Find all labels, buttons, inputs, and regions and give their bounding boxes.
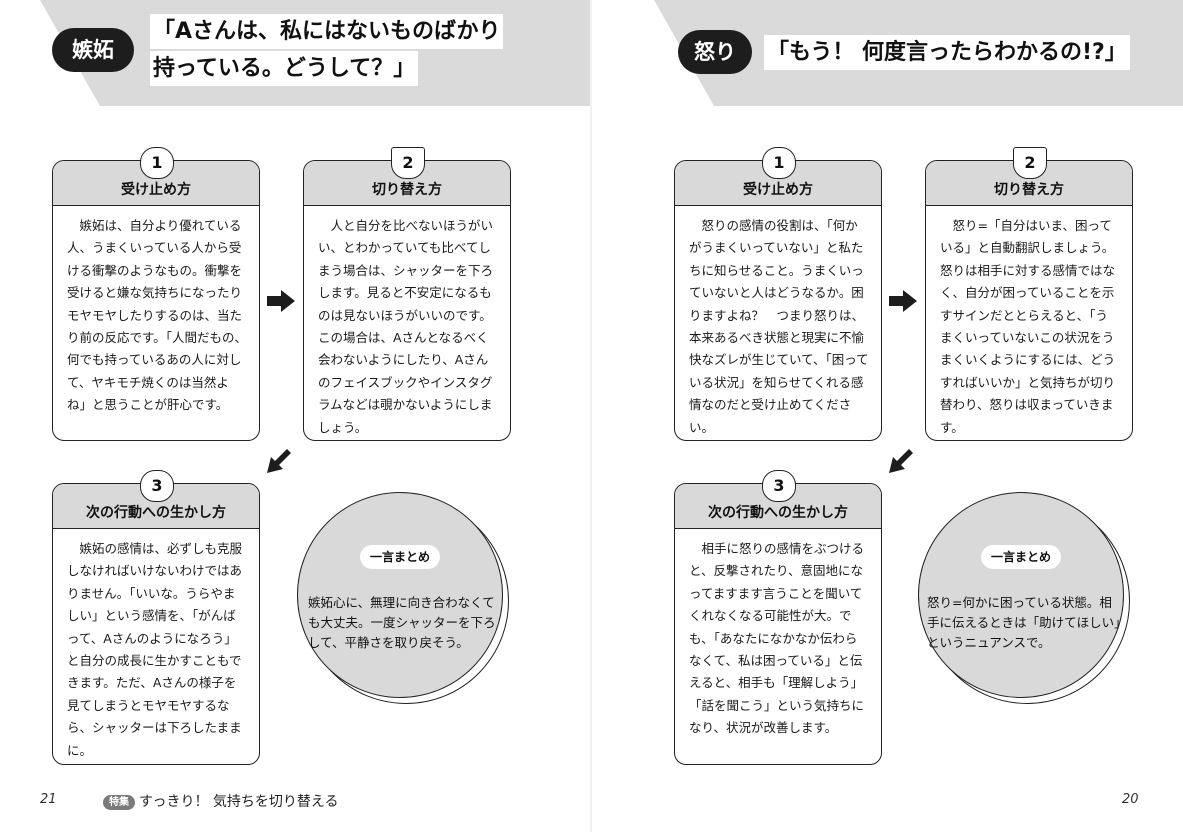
heading-line-1: 「Aさんは、私にはないものばかり [150, 14, 504, 49]
gutter [590, 0, 592, 832]
arrow-down-left-icon [889, 449, 913, 473]
card-kirikae: 2 切り替え方 怒り=「自分はいま、困っている」と自動翻訳しましょう。怒りは相手… [925, 147, 1133, 441]
step-number-badge: 3 [762, 470, 796, 502]
arrow-down-left-icon [267, 449, 291, 473]
card-body: 怒りの感情の役割は、「何かがうまくいっていない」と私たちに知らせること。うまくい… [689, 218, 869, 435]
left-page: 嫉妬 「Aさんは、私にはないものばかり 持っている。どうして？」 1 受け止め方… [0, 0, 591, 832]
card-ikashikata: 3 次の行動への生かし方 嫉妬の感情は、必ずしも克服しなければいけないわけではあ… [52, 470, 260, 765]
summary-text: 嫉妬心に、無理に向き合わなくても大丈夫。一度シャッターを下ろして、平静さを取り戻… [308, 595, 496, 650]
summary-label: 一言まとめ [981, 545, 1061, 569]
card-ikashikata: 3 次の行動への生かし方 相手に怒りの感情をぶつけると、反撃されたり、意固地にな… [674, 470, 882, 765]
card-uketome: 1 受け止め方 怒りの感情の役割は、「何かがうまくいっていない」と私たちに知らせ… [674, 147, 882, 441]
card-title: 次の行動への生かし方 [53, 484, 259, 529]
arrow-right-icon [267, 290, 295, 312]
right-page: 怒り 「もう！ 何度言ったらわかるの!?」 1 受け止め方 怒りの感情の役割は、… [592, 0, 1183, 832]
step-number-badge: 1 [762, 147, 796, 179]
emotion-badge: 怒り [678, 30, 752, 74]
page-number: 21 [40, 792, 57, 807]
page-heading: 「Aさんは、私にはないものばかり 持っている。どうして？」 [150, 14, 504, 88]
step-number-badge: 2 [391, 147, 425, 179]
card-body: 嫉妬は、自分より優れている人、うまくいっている人から受ける衝撃のようなもの。衝撃… [67, 218, 248, 413]
page-number: 20 [1122, 792, 1139, 807]
heading-line-2: 持っている。どうして？」 [150, 51, 419, 86]
emotion-badge: 嫉妬 [52, 28, 134, 72]
feature-badge: 特集 [103, 795, 135, 810]
card-body: 相手に怒りの感情をぶつけると、反撃されたり、意固地になってますます言うことを聞い… [689, 541, 865, 736]
step-number-badge: 3 [140, 470, 174, 502]
summary-text: 怒り=何かに困っている状態。相手に伝えるときは「助けてほしい」というニュアンスで… [927, 595, 1121, 650]
card-uketome: 1 受け止め方 嫉妬は、自分より優れている人、うまくいっている人から受ける衝撃の… [52, 147, 260, 441]
summary-circle: 一言まとめ 怒り=何かに困っている状態。相手に伝えるときは「助けてほしい」という… [918, 492, 1130, 704]
card-body: 怒り=「自分はいま、困っている」と自動翻訳しましょう。怒りは相手に対する感情では… [940, 218, 1116, 435]
running-title: すっきり！ 気持ちを切り替える [139, 794, 339, 810]
card-body: 人と自分を比べないほうがいい、とわかっていても比べてしまう場合は、シャッターを下… [318, 218, 494, 435]
summary-circle: 一言まとめ 嫉妬心に、無理に向き合わなくても大丈夫。一度シャッターを下ろして、平… [297, 492, 509, 704]
heading-line-1: 「もう！ 何度言ったらわかるの!?」 [764, 35, 1130, 70]
arrow-right-icon [889, 290, 917, 312]
card-title: 受け止め方 [675, 161, 881, 206]
card-body: 嫉妬の感情は、必ずしも克服しなければいけないわけではありません。「いいな。うらや… [67, 541, 243, 758]
step-number-badge: 1 [140, 147, 174, 179]
step-number-badge: 2 [1013, 147, 1047, 179]
card-kirikae: 2 切り替え方 人と自分を比べないほうがいい、とわかっていても比べてしまう場合は… [303, 147, 511, 441]
running-header: 特集すっきり！ 気持ちを切り替える [103, 791, 338, 811]
page-heading: 「もう！ 何度言ったらわかるの!?」 [764, 35, 1130, 72]
summary-label: 一言まとめ [360, 545, 440, 569]
